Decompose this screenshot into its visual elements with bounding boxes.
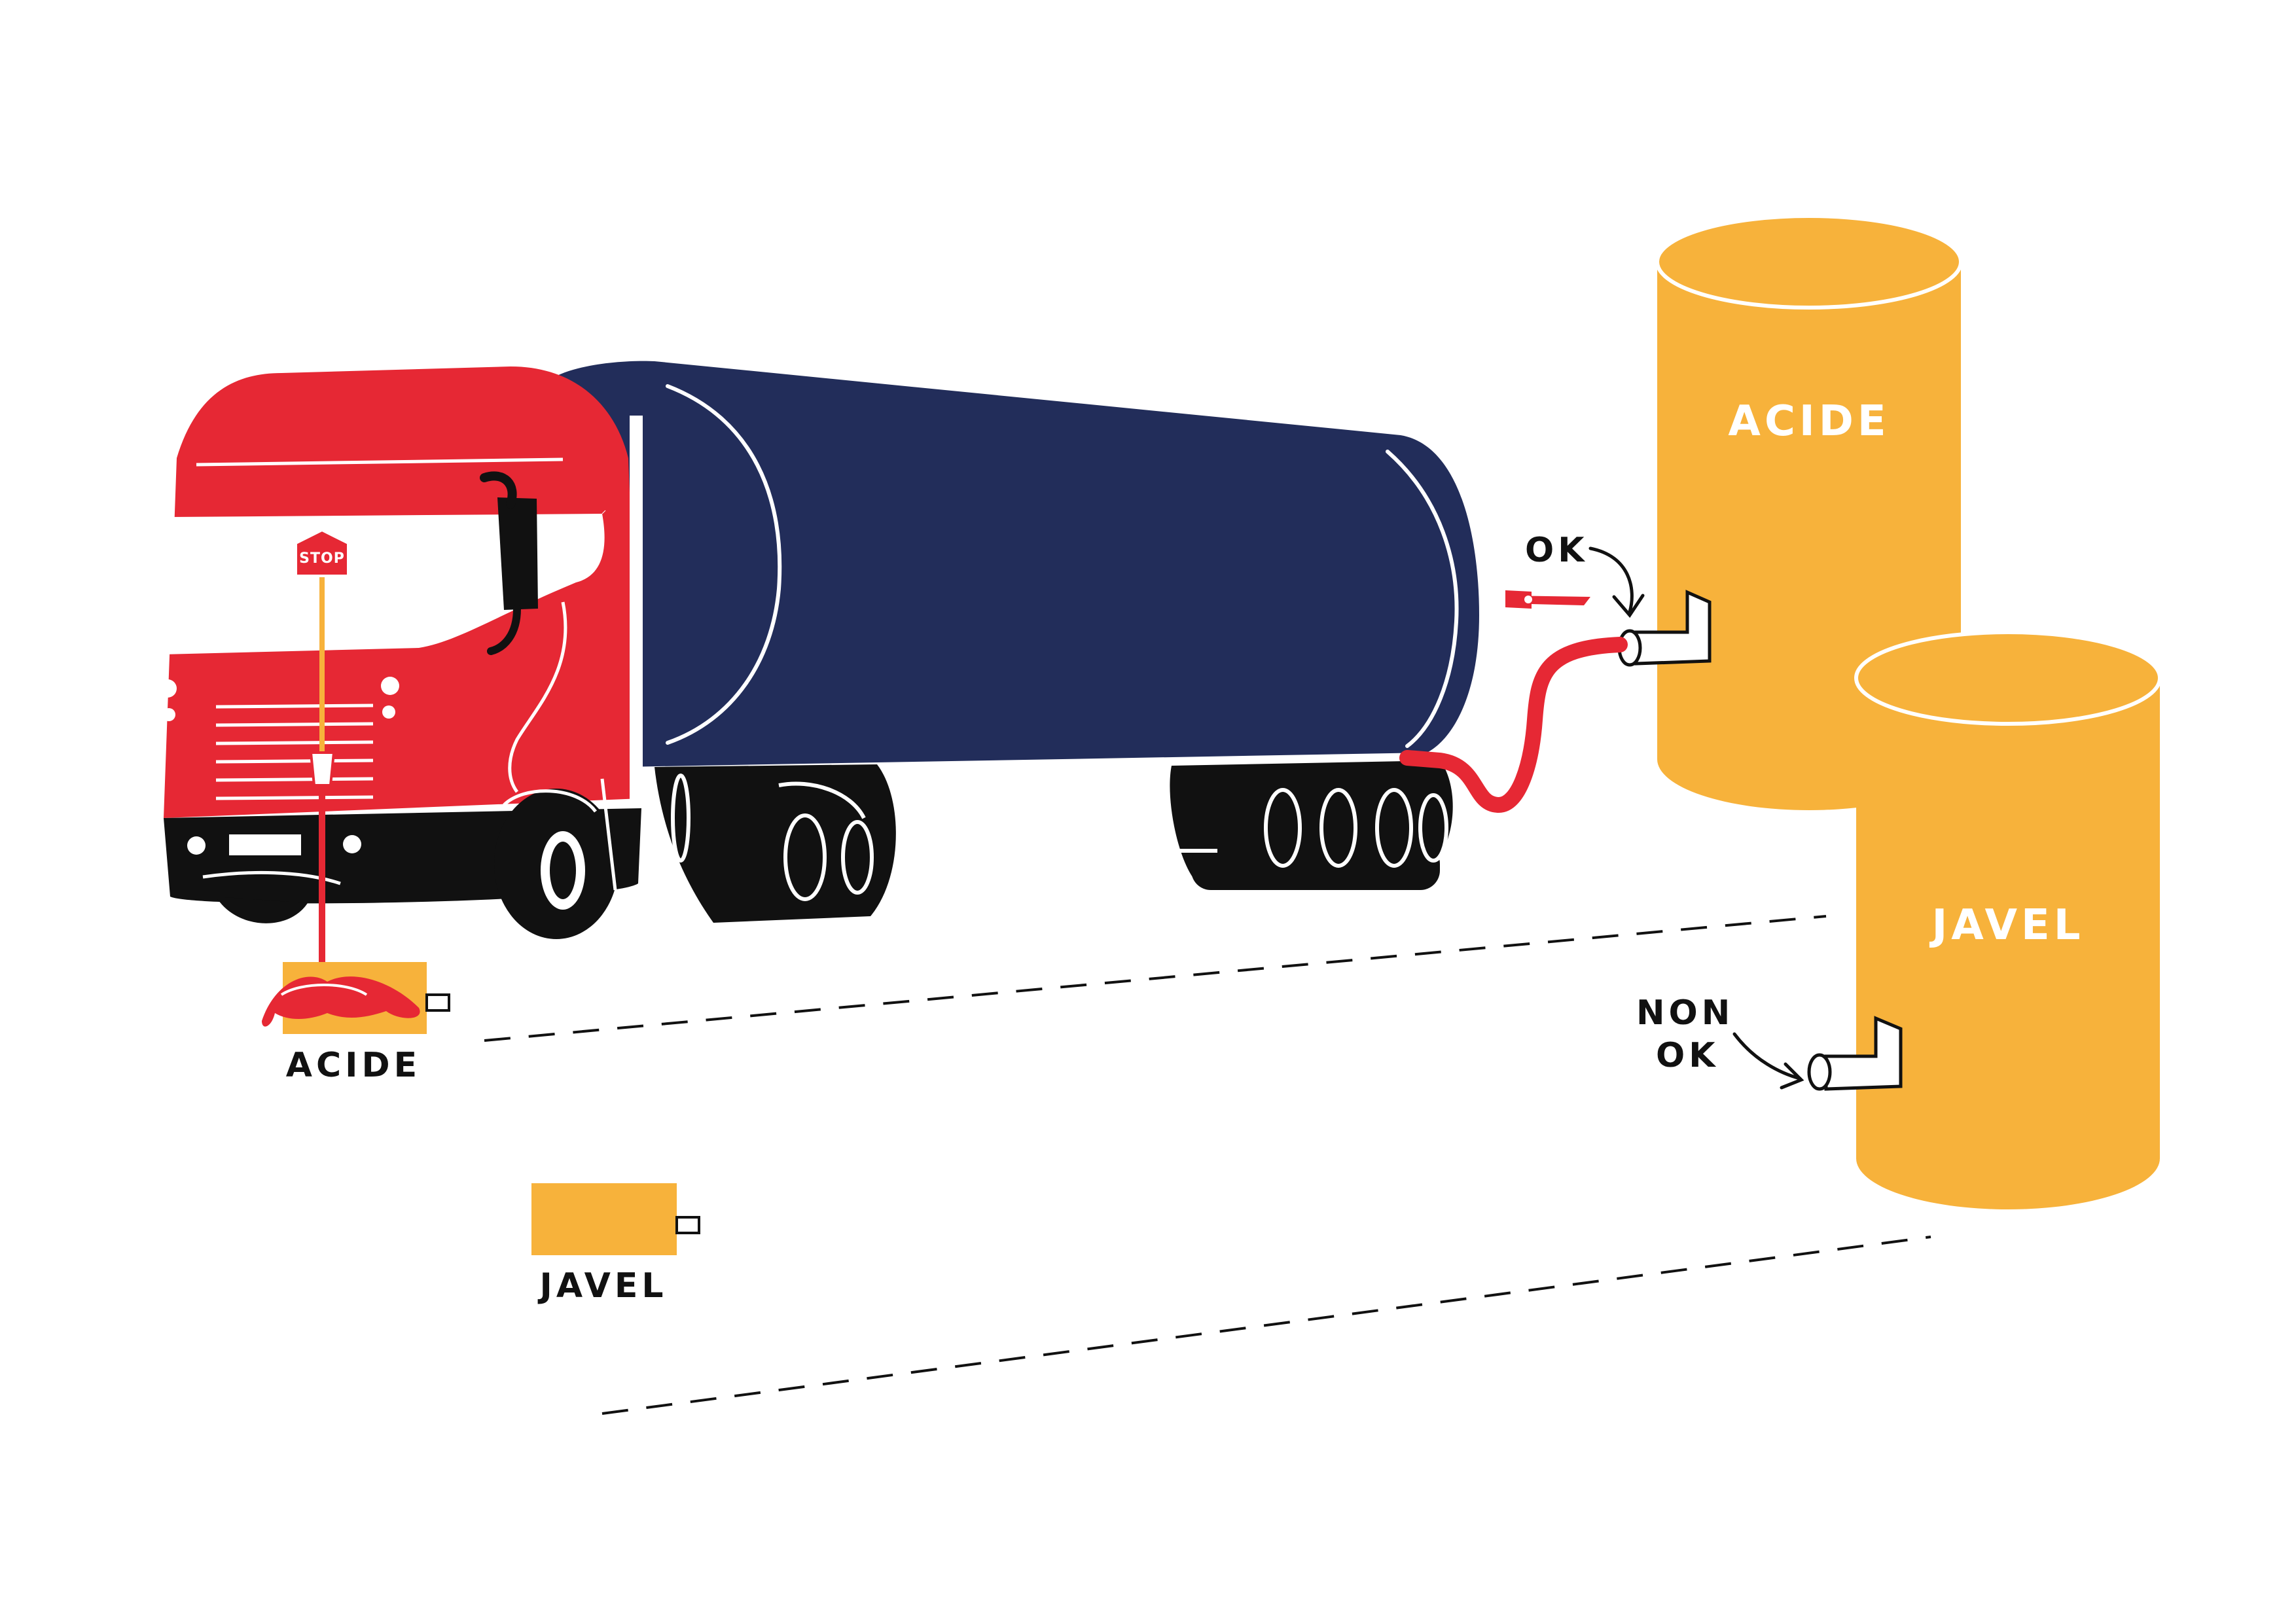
storage-tank-javel: JAVEL xyxy=(1807,630,2162,1209)
ground-box-acide-label: ACIDE xyxy=(286,1046,421,1085)
stop-sign: STOP xyxy=(295,528,350,759)
pipe-valve-icon[interactable] xyxy=(1807,1016,1903,1091)
ground-dashed-lines xyxy=(484,915,1931,1415)
side-mirror-icon xyxy=(497,497,538,610)
tank-acide-label: ACIDE xyxy=(1728,397,1890,446)
trailer-rear-wheels xyxy=(1170,760,1453,890)
curved-arrow-icon xyxy=(1588,546,1645,618)
stop-sign-label: STOP xyxy=(299,550,345,567)
truck-grille xyxy=(215,704,374,800)
non-label: NON xyxy=(1636,993,1734,1033)
truck-middle-wheels xyxy=(655,764,896,923)
trailer-tank xyxy=(550,361,1479,767)
truck-cab xyxy=(158,366,643,939)
curved-arrow-icon xyxy=(1732,1032,1804,1090)
hose-icon xyxy=(1399,637,1628,813)
hose-nozzle-icon xyxy=(1505,590,1590,609)
ground-box-javel-label: JAVEL xyxy=(538,1266,668,1306)
hose-icon xyxy=(309,751,336,988)
spill-icon xyxy=(262,976,420,1027)
truck-front-wheel xyxy=(494,789,619,939)
tanker-truck-icon xyxy=(158,361,1479,939)
ground-box-javel[interactable] xyxy=(531,1183,700,1255)
non-ok-label: OK xyxy=(1656,1036,1719,1075)
ok-label: OK xyxy=(1525,531,1588,570)
ground-box-acide[interactable] xyxy=(262,962,450,1034)
tank-javel-label: JAVEL xyxy=(1929,901,2084,950)
